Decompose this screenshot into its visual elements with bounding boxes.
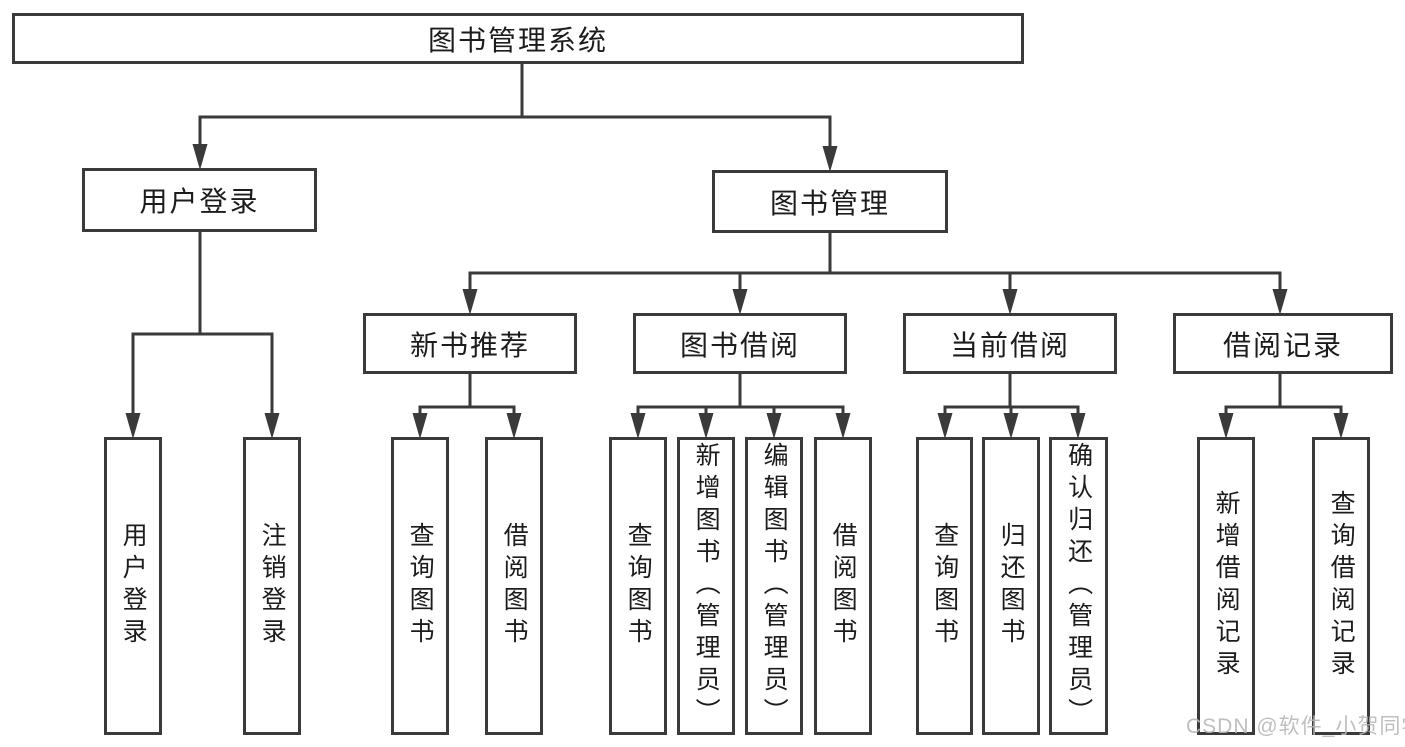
node-label: 新书推荐 [409,329,530,361]
node-label: 查询图书 [406,522,435,650]
node-label: 图书借阅 [679,329,800,361]
node-label: 编辑图书（管理员） [760,442,789,730]
node-nr-query: 查询图书 [391,437,449,735]
node-label: 查询借阅记录 [1327,490,1356,682]
node-label: 确认归还（管理员） [1064,442,1093,730]
node-bb-edit: 编辑图书（管理员） [745,437,803,735]
node-br-add: 新增借阅记录 [1197,437,1255,735]
node-bb-add: 新增图书（管理员） [677,437,735,735]
node-bb-borrow: 借阅图书 [814,437,872,735]
node-user-login: 用户登录 [82,168,317,232]
node-new-book-rec: 新书推荐 [363,313,577,374]
node-nr-borrow: 借阅图书 [485,437,543,735]
node-root: 图书管理系统 [12,13,1024,64]
node-label: 用户登录 [139,186,260,217]
node-cb-query: 查询图书 [916,437,973,735]
node-label: 图书管理系统 [427,24,608,56]
node-label: 注销登录 [258,522,287,650]
node-bb-query: 查询图书 [609,437,667,735]
node-br-query: 查询借阅记录 [1312,437,1370,735]
node-book-borrow: 图书借阅 [633,313,847,374]
node-label: 新增图书（管理员） [692,442,721,730]
node-label: 查询图书 [930,522,959,650]
node-label: 归还图书 [997,522,1026,650]
node-label: 图书管理 [769,187,890,219]
watermark: CSDN @软件_小贺同学 [1186,715,1405,738]
node-label: 用户登录 [119,522,148,650]
node-ul-login: 用户登录 [104,437,162,735]
node-ul-logout: 注销登录 [243,437,301,735]
node-cb-return: 归还图书 [982,437,1040,735]
node-cb-confirm: 确认归还（管理员） [1049,437,1108,735]
node-label: 借阅记录 [1222,329,1343,361]
node-label: 查询图书 [624,522,653,650]
node-label: 新增借阅记录 [1212,490,1241,682]
node-book-mgmt: 图书管理 [712,170,948,233]
node-label: 当前借阅 [949,329,1070,361]
node-current-borrow: 当前借阅 [903,313,1117,374]
node-borrow-records: 借阅记录 [1173,313,1393,374]
node-label: 借阅图书 [829,522,858,650]
node-label: 借阅图书 [500,522,529,650]
